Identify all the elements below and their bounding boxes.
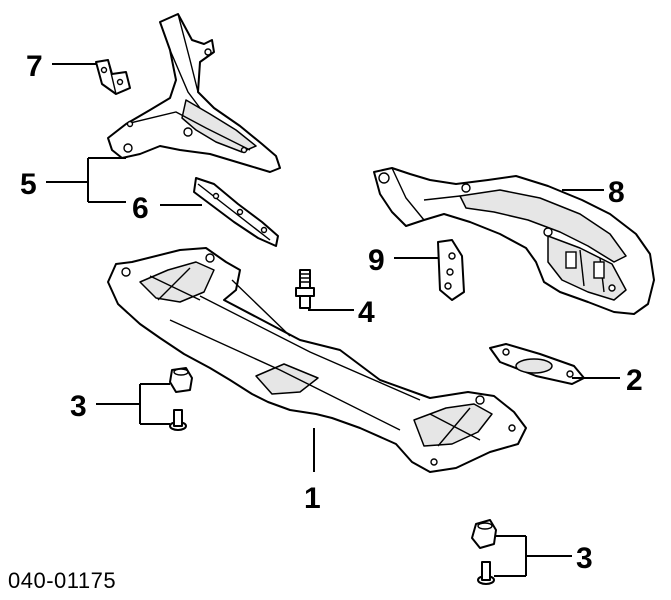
leader-3-right: [494, 535, 572, 577]
callout-6: 6: [132, 192, 149, 225]
callout-2: 2: [626, 364, 643, 397]
part-5-upper-strut: [107, 13, 281, 173]
callout-1: 1: [304, 482, 321, 515]
leader-3-left: [96, 383, 170, 425]
callout-8: 8: [608, 176, 625, 209]
leader-lines: [46, 63, 620, 577]
leader-6: [88, 201, 202, 206]
part-3-fastener-left: [169, 367, 193, 431]
diagram-code: 040-01175: [8, 568, 116, 593]
part-6-reinforcement-strip: [193, 177, 279, 247]
part-4-stud-bolt: [295, 269, 315, 309]
callout-4: 4: [358, 296, 375, 329]
part-2-plate: [489, 343, 585, 385]
callout-numbers: 7 5 6 8 9 4 2 3 1 3: [20, 50, 643, 575]
part-3-fastener-right: [471, 519, 497, 585]
callout-5: 5: [20, 168, 37, 201]
part-7-bracket: [95, 59, 131, 95]
part-8-crossmember: [373, 167, 655, 315]
callout-7: 7: [26, 50, 43, 83]
callout-9: 9: [368, 244, 385, 277]
part-1-skid-plate: [107, 247, 527, 473]
leader-5: [46, 157, 126, 202]
part-9-bracket: [437, 239, 465, 301]
callout-3-left: 3: [70, 390, 87, 423]
callout-3-right: 3: [576, 542, 593, 575]
